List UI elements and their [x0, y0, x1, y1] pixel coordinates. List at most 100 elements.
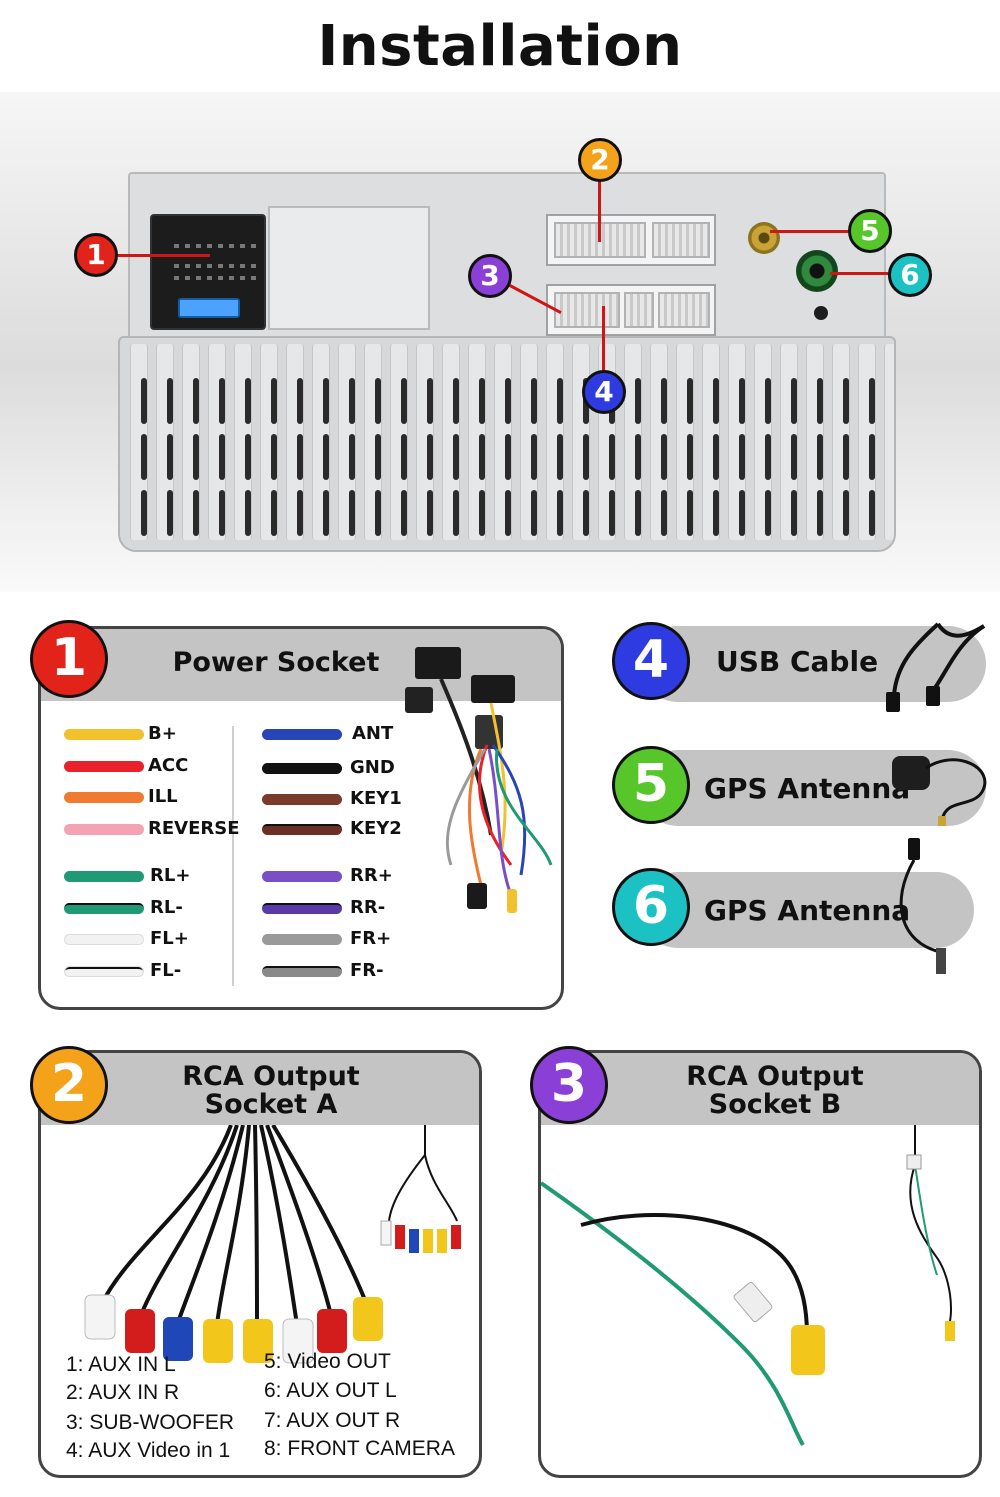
vent-slot	[817, 434, 823, 480]
wire-swatch-ill	[64, 792, 144, 803]
vent-slot	[167, 434, 173, 480]
head-unit-heatsink	[118, 336, 896, 552]
rca-a-item-7: 7: AUX OUT R	[264, 1409, 401, 1432]
rca-socket-a-title-line2: Socket A	[204, 1089, 338, 1120]
power-socket-title: Power Socket	[172, 647, 380, 678]
vent-slot	[141, 378, 147, 424]
head-unit-plate	[268, 206, 430, 330]
vent-slot	[193, 434, 199, 480]
rca-socket-a-title-line1: RCA Output	[182, 1061, 360, 1092]
wire-swatch-key1	[262, 794, 342, 805]
rca-cable-a-image	[84, 1125, 461, 1364]
fuse	[178, 298, 240, 318]
usb-cable-title: USB Cable	[716, 645, 879, 678]
vent-slot	[557, 378, 563, 424]
rca-a-item-4: 4: AUX Video in 1	[66, 1439, 231, 1462]
rca-a-item-3: 3: SUB-WOOFER	[66, 1411, 235, 1434]
vent-slot	[297, 378, 303, 424]
panel-number-4: 4	[612, 622, 690, 700]
vent-slot	[453, 490, 459, 536]
vent-slot	[141, 434, 147, 480]
vent-slot	[557, 434, 563, 480]
wire-swatch-fr-minus	[262, 966, 342, 977]
vent-slot	[869, 378, 875, 424]
callout-6: 6	[888, 253, 932, 297]
gps-antenna-title-5: GPS Antenna	[704, 772, 911, 805]
vent-slot	[453, 378, 459, 424]
connector-cell	[554, 292, 620, 328]
vent-slot	[609, 434, 615, 480]
vent-slot	[609, 490, 615, 536]
gps-antenna-image	[892, 756, 987, 826]
vent-slot	[739, 378, 745, 424]
rca-socket-b-panel: RCA Output Socket B	[538, 1050, 982, 1478]
wire-label-fl-minus: FL-	[150, 960, 182, 981]
vent-slot	[323, 434, 329, 480]
wire-swatch-reverse	[64, 824, 144, 835]
vent-slot	[635, 434, 641, 480]
gps-antenna-port-round	[796, 250, 838, 292]
vent-slot	[167, 490, 173, 536]
leader-line-5	[770, 230, 848, 233]
wire-swatch-key2	[262, 824, 342, 835]
vent-slot	[141, 490, 147, 536]
rca-socket-a-connector	[546, 214, 716, 266]
callout-3: 3	[468, 254, 512, 298]
wire-swatch-gnd	[262, 763, 342, 774]
vent-slot	[453, 434, 459, 480]
vent-slot	[791, 490, 797, 536]
rca-socket-a-panel: RCA Output Socket A	[38, 1050, 482, 1478]
callout-5: 5	[848, 209, 892, 253]
vent-slot	[271, 378, 277, 424]
vent-slot	[895, 378, 896, 424]
leader-line-1	[118, 254, 210, 257]
vent-slot	[323, 378, 329, 424]
wiring-harness-image	[405, 647, 553, 913]
vent-slot	[739, 434, 745, 480]
connector-cell	[658, 292, 710, 328]
callout-4: 4	[582, 370, 626, 414]
panel-number-1: 1	[30, 620, 108, 698]
leader-line-2	[598, 180, 601, 242]
vent-slot	[765, 434, 771, 480]
vent-slot	[479, 490, 485, 536]
wire-swatch-fr-plus	[262, 934, 342, 945]
vent-slot	[505, 434, 511, 480]
vent-slot	[401, 434, 407, 480]
panel-number-5: 5	[612, 746, 690, 824]
vent-slot	[531, 490, 537, 536]
vent-slot	[687, 490, 693, 536]
vent-slot	[505, 378, 511, 424]
vent-slot	[713, 378, 719, 424]
wire-label-ant: ANT	[352, 723, 394, 744]
vent-slot	[375, 378, 381, 424]
rca-socket-b-title-line1: RCA Output	[686, 1061, 864, 1092]
rca-socket-b-title-line2: Socket B	[708, 1089, 842, 1120]
pin-row	[174, 244, 260, 248]
vent-slot	[219, 378, 225, 424]
vent-slot	[479, 434, 485, 480]
legend-divider	[232, 726, 234, 986]
wire-swatch-acc	[64, 761, 144, 772]
vent-slot	[375, 490, 381, 536]
wire-label-key1: KEY1	[350, 788, 402, 809]
vent-slot	[349, 434, 355, 480]
vent-slot	[635, 378, 641, 424]
vent-slot	[297, 434, 303, 480]
vent-slot	[791, 378, 797, 424]
vent-slot	[245, 434, 251, 480]
vent-slot	[219, 434, 225, 480]
gps-antenna-title-6: GPS Antenna	[704, 894, 911, 927]
wire-swatch-rl-plus	[64, 871, 144, 882]
wire-label-ill: ILL	[148, 786, 178, 807]
vent-slot	[219, 490, 225, 536]
vent-slot	[661, 490, 667, 536]
callout-2: 2	[578, 138, 622, 182]
vent-slot	[895, 434, 896, 480]
vent-slot	[791, 434, 797, 480]
power-socket-panel: Power Socket	[38, 626, 564, 1010]
wire-swatch-rl-minus	[64, 903, 144, 914]
vent-slot	[817, 490, 823, 536]
wire-label-fl-plus: FL+	[150, 928, 189, 949]
connector-cell	[624, 292, 654, 328]
